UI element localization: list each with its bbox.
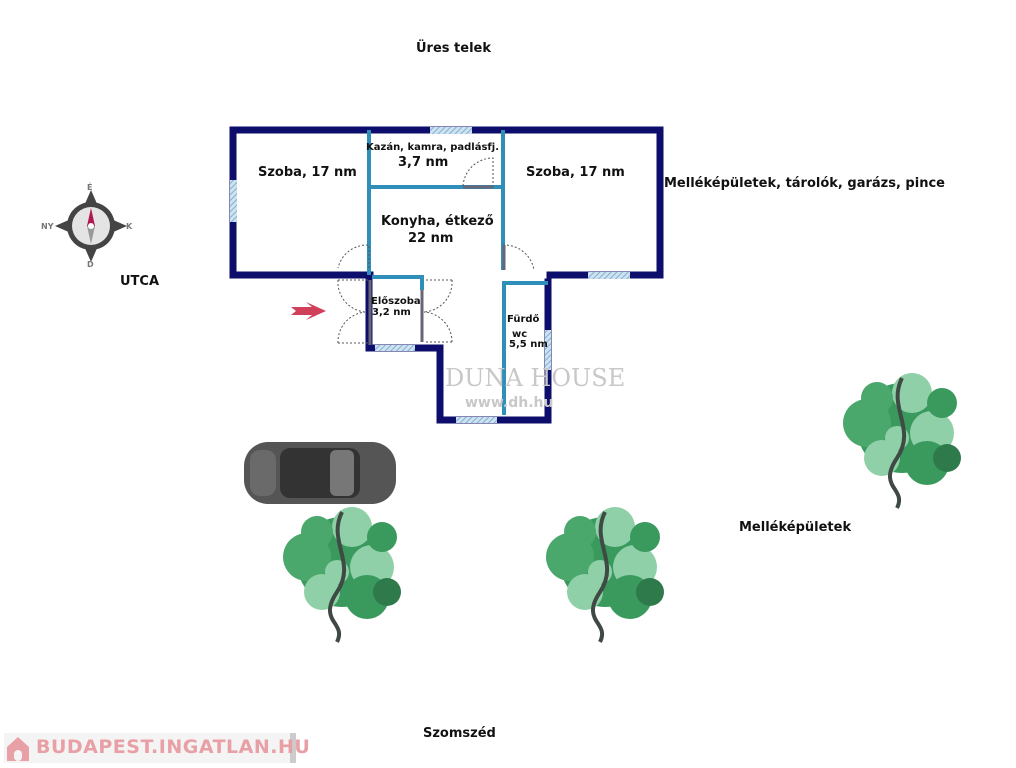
label-top: Üres telek: [416, 41, 491, 56]
room-area: 22 nm: [408, 231, 454, 246]
tree-icon: [283, 507, 401, 643]
room-area: 3,2 nm: [372, 307, 411, 318]
room-area: 5,5 nm: [509, 339, 548, 350]
room-name: Fürdő: [507, 314, 540, 325]
compass-west: NY: [41, 222, 54, 231]
tree-icon: [546, 507, 664, 643]
car-icon: [244, 442, 396, 504]
door-leaves: [368, 185, 506, 345]
compass-south: D: [87, 260, 94, 269]
entrance-arrow-icon: [291, 302, 326, 320]
label-outbuildings: Melléképületek: [739, 520, 852, 535]
watermark-url: www.dh.hu: [465, 395, 554, 411]
house-icon: [7, 737, 29, 761]
room-name: Előszoba: [371, 296, 421, 307]
label-street: UTCA: [120, 274, 160, 289]
compass-icon: [55, 190, 127, 262]
room-name: Szoba, 17 nm: [526, 165, 625, 180]
room-area: 3,7 nm: [398, 155, 449, 170]
logo-text: BUDAPEST.INGATLAN.HU: [36, 736, 311, 758]
windows: [230, 127, 630, 423]
site-logo: BUDAPEST.INGATLAN.HU: [4, 733, 310, 763]
compass-north: É: [87, 183, 93, 192]
compass-east: K: [126, 222, 133, 231]
room-name: Kazán, kamra, padlásfj.: [366, 142, 500, 153]
label-bottom: Szomszéd: [423, 726, 496, 741]
room-name: Konyha, étkező: [381, 214, 494, 229]
room-sub: wc: [512, 329, 528, 340]
watermark-brand: DUNA HOUSE: [445, 364, 626, 392]
room-name: Szoba, 17 nm: [258, 165, 357, 180]
tree-icon: [843, 373, 961, 509]
label-right: Melléképületek, tárolók, garázs, pince: [664, 176, 945, 191]
